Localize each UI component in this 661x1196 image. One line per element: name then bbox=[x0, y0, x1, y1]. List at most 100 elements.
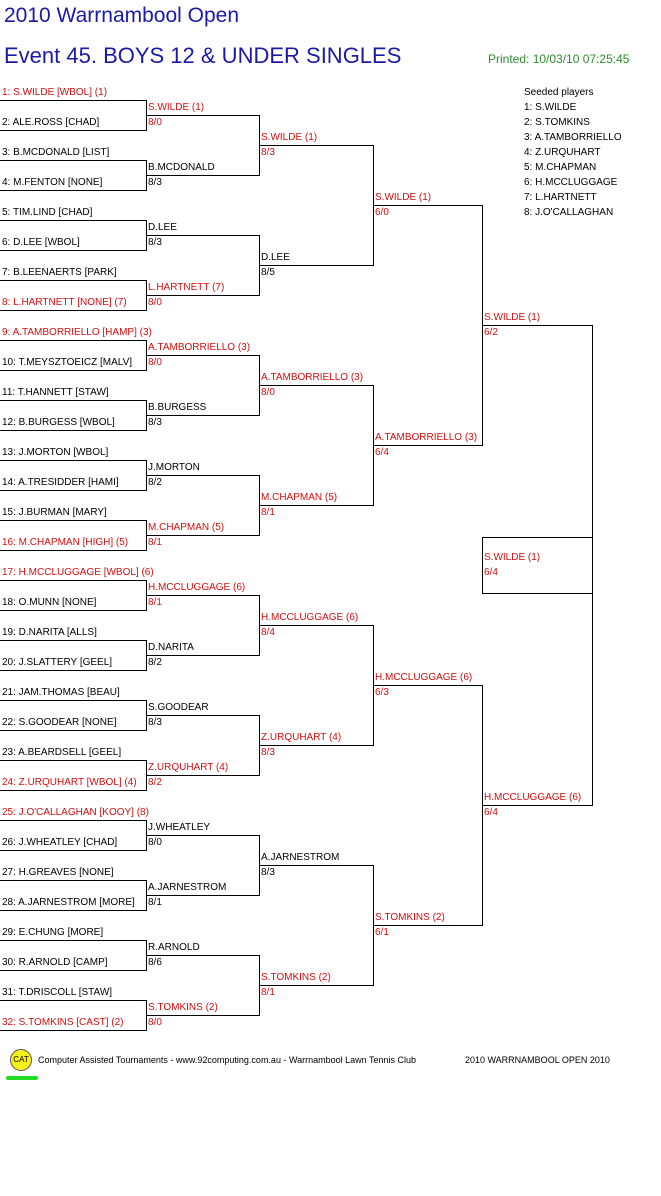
match-score: 8/1 bbox=[261, 507, 275, 518]
match-score: 8/0 bbox=[148, 117, 162, 128]
match-score: 8/1 bbox=[148, 537, 162, 548]
entrant-name: 13: J.MORTON [WBOL] bbox=[2, 447, 109, 458]
bracket-line bbox=[259, 625, 374, 626]
entrant-name: 3: B.MCDONALD [LIST] bbox=[2, 147, 110, 158]
match-winner: S.GOODEAR bbox=[148, 702, 209, 713]
bracket-line bbox=[259, 385, 374, 386]
bracket-connector bbox=[146, 820, 147, 851]
match-winner: S.WILDE (1) bbox=[148, 102, 205, 113]
bracket-line bbox=[373, 925, 483, 926]
bracket-line bbox=[0, 160, 147, 161]
bracket-line bbox=[0, 730, 147, 731]
bracket-connector bbox=[146, 880, 147, 911]
match-winner: J.MORTON bbox=[148, 462, 200, 473]
bracket-connector bbox=[146, 100, 147, 131]
entrant-name: 10: T.MEYSZTOEICZ [MALV] bbox=[2, 357, 133, 368]
match-winner: A.TAMBORRIELLO (3) bbox=[375, 432, 478, 443]
bracket-connector bbox=[146, 340, 147, 371]
bracket-connector bbox=[592, 325, 593, 806]
bracket-line bbox=[0, 1000, 147, 1001]
bracket-line bbox=[146, 175, 260, 176]
match-winner: S.TOMKINS (2) bbox=[148, 1002, 218, 1013]
seeded-player-item: 7: L.HARTNETT bbox=[524, 192, 597, 203]
bracket-line bbox=[146, 835, 260, 836]
entrant-name: 27: H.GREAVES [NONE] bbox=[2, 867, 114, 878]
match-score: 8/0 bbox=[148, 1017, 162, 1028]
match-score: 8/2 bbox=[148, 657, 162, 668]
bracket-connector bbox=[373, 625, 374, 746]
match-winner: S.WILDE (1) bbox=[261, 132, 318, 143]
entrant-name: 12: B.BURGESS [WBOL] bbox=[2, 417, 115, 428]
match-score: 8/3 bbox=[261, 147, 275, 158]
match-winner: M.CHAPMAN (5) bbox=[148, 522, 225, 533]
bracket-line bbox=[259, 265, 374, 266]
bracket-connector bbox=[373, 145, 374, 266]
bracket-connector bbox=[146, 940, 147, 971]
bracket-line bbox=[259, 985, 374, 986]
footer-credits: Computer Assisted Tournaments - www.92co… bbox=[38, 1055, 417, 1065]
match-winner: B.BURGESS bbox=[148, 402, 207, 413]
bracket-connector bbox=[482, 205, 483, 446]
bracket-line bbox=[0, 400, 147, 401]
match-winner: H.MCCLUGGAGE (6) bbox=[261, 612, 359, 623]
entrant-name: 19: D.NARITA [ALLS] bbox=[2, 627, 97, 638]
entrant-name: 15: J.BURMAN [MARY] bbox=[2, 507, 107, 518]
bracket-connector bbox=[259, 475, 260, 536]
match-score: 6/1 bbox=[375, 927, 389, 938]
bracket-line bbox=[373, 445, 483, 446]
bracket-line bbox=[373, 205, 483, 206]
bracket-line bbox=[0, 880, 147, 881]
entrant-name: 25: J.O'CALLAGHAN [KOOY] (8) bbox=[2, 807, 149, 818]
bracket-connector bbox=[259, 955, 260, 1016]
bracket-connector bbox=[259, 835, 260, 896]
bracket-line bbox=[0, 940, 147, 941]
match-winner: D.LEE bbox=[148, 222, 177, 233]
entrant-name: 4: M.FENTON [NONE] bbox=[2, 177, 103, 188]
champion-name: S.WILDE (1) bbox=[484, 552, 541, 563]
entrant-name: 29: E.CHUNG [MORE] bbox=[2, 927, 104, 938]
bracket-line bbox=[146, 235, 260, 236]
bracket-line bbox=[146, 1015, 260, 1016]
bracket-line bbox=[146, 415, 260, 416]
entrant-name: 23: A.BEARDSELL [GEEL] bbox=[2, 747, 122, 758]
bracket-connector bbox=[259, 115, 260, 176]
bracket-line bbox=[0, 970, 147, 971]
entrant-name: 7: B.LEENAERTS [PARK] bbox=[2, 267, 117, 278]
bracket-line bbox=[482, 325, 593, 326]
entrant-name: 8: L.HARTNETT [NONE] (7) bbox=[2, 297, 127, 308]
bracket-line bbox=[146, 775, 260, 776]
match-winner: D.NARITA bbox=[148, 642, 194, 653]
bracket-connector bbox=[146, 580, 147, 611]
bracket-line bbox=[0, 1030, 147, 1031]
bracket-line bbox=[146, 115, 260, 116]
entrant-name: 11: T.HANNETT [STAW] bbox=[2, 387, 109, 398]
match-score: 6/4 bbox=[484, 807, 498, 818]
entrant-name: 1: S.WILDE [WBOL] (1) bbox=[2, 87, 108, 98]
seeded-player-item: 4: Z.URQUHART bbox=[524, 147, 601, 158]
bracket-line bbox=[0, 310, 147, 311]
match-score: 8/6 bbox=[148, 957, 162, 968]
bracket-line bbox=[146, 715, 260, 716]
entrant-name: 2: ALE.ROSS [CHAD] bbox=[2, 117, 100, 128]
bracket-line bbox=[0, 700, 147, 701]
entrant-name: 5: TIM.LIND [CHAD] bbox=[2, 207, 93, 218]
entrant-name: 30: R.ARNOLD [CAMP] bbox=[2, 957, 108, 968]
seeded-player-item: 1: S.WILDE bbox=[524, 102, 577, 113]
bracket-connector bbox=[146, 640, 147, 671]
match-score: 8/1 bbox=[261, 987, 275, 998]
entrant-name: 24: Z.URQUHART [WBOL] (4) bbox=[2, 777, 137, 788]
bracket-line bbox=[146, 295, 260, 296]
bracket-line bbox=[482, 805, 593, 806]
match-score: 8/3 bbox=[148, 177, 162, 188]
match-score: 8/3 bbox=[148, 237, 162, 248]
bracket-connector bbox=[259, 235, 260, 296]
seeded-player-item: 5: M.CHAPMAN bbox=[524, 162, 597, 173]
match-winner: A.TAMBORRIELLO (3) bbox=[148, 342, 251, 353]
match-score: 6/3 bbox=[375, 687, 389, 698]
tournament-title: 2010 Warrnambool Open bbox=[4, 4, 240, 27]
logo-underline bbox=[6, 1076, 38, 1080]
match-score: 8/1 bbox=[148, 897, 162, 908]
bracket-connector bbox=[146, 280, 147, 311]
bracket-connector bbox=[146, 1000, 147, 1031]
bracket-line bbox=[146, 475, 260, 476]
